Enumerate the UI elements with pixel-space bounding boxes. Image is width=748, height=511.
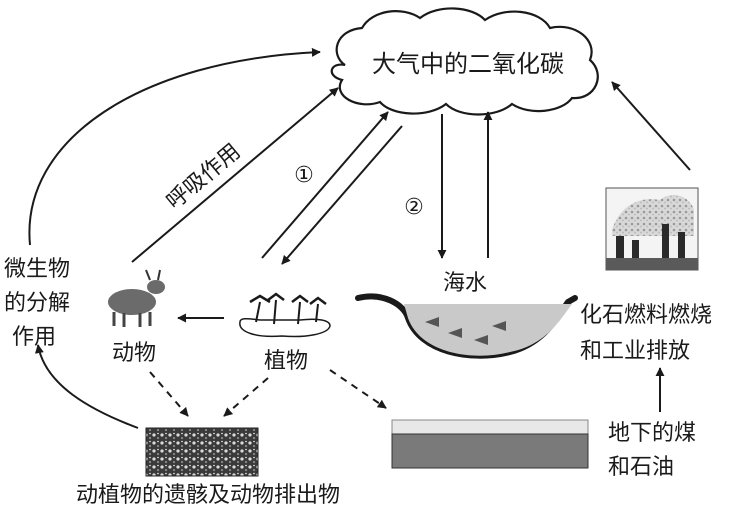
cloud-shape (330, 7, 599, 116)
plant-label: 植物 (264, 349, 308, 374)
arrow-fossil-to-cloud (611, 81, 691, 171)
arrow-cloud-to-plant (281, 125, 403, 265)
goat-icon (108, 269, 165, 327)
arrow-animal-to-remains (149, 371, 189, 417)
process-2-label: ② (404, 195, 424, 220)
underground-label-line1: 地下的煤 (608, 421, 696, 446)
fish-2 (448, 328, 462, 338)
microbe-label-line1: 微生物 (4, 257, 70, 282)
arrow-respiration (131, 87, 339, 263)
fish-3 (474, 335, 488, 345)
factory-image (605, 187, 699, 271)
arrow-plant-to-cloud (261, 111, 389, 259)
arrow-remains-to-microbe (34, 344, 139, 429)
animal-label: 动物 (112, 341, 156, 366)
cloud-label: 大气中的二氧化碳 (372, 50, 564, 78)
microbe-label-line2: 的分解 (4, 291, 70, 316)
underground-label-line2: 和石油 (608, 455, 674, 480)
plants-icon (239, 292, 331, 338)
seawater-basin (355, 293, 578, 359)
underground-layer-image (391, 419, 589, 469)
fish-4 (492, 321, 506, 331)
arrow-microbe-to-cloud (28, 47, 321, 246)
remains-label: 动植物的遗骸及动物排出物 (76, 483, 340, 508)
arrow-plant-to-remains (223, 377, 269, 417)
process-1-label: ① (294, 163, 314, 188)
arrow-plant-to-underground (329, 369, 387, 409)
fossil-label-line1: 化石燃料燃烧 (580, 303, 712, 328)
fossil-label-line2: 和工业排放 (580, 339, 690, 364)
microbe-label-line3: 作用 (12, 325, 56, 350)
seawater-label: 海水 (443, 271, 487, 296)
fish-1 (425, 317, 439, 327)
remains-image (145, 427, 259, 477)
